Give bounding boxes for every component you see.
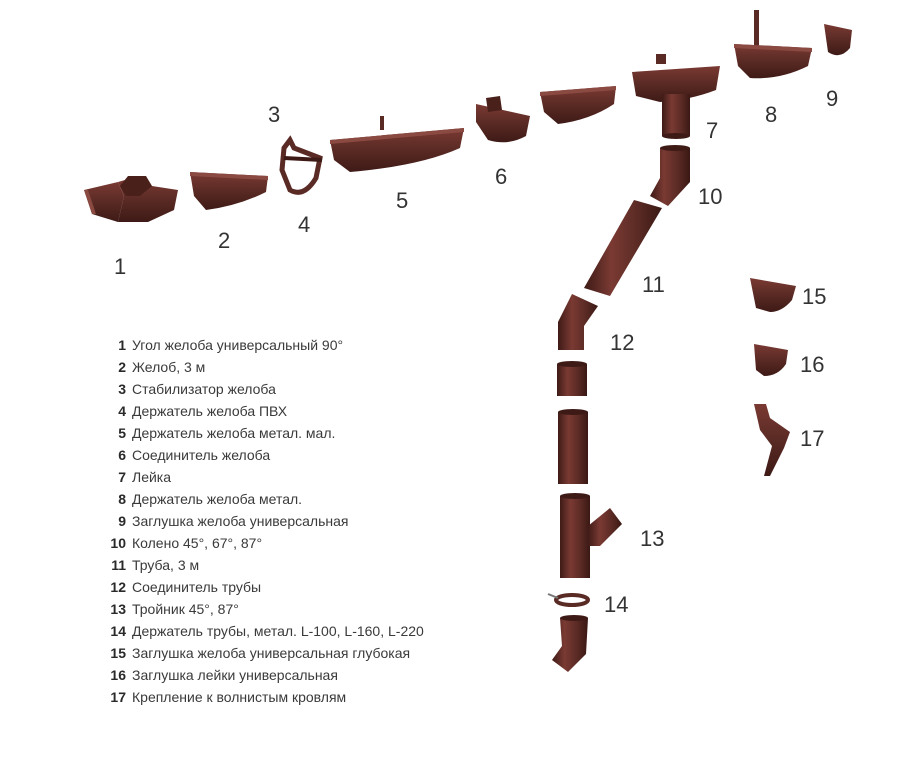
callout-1: 1 bbox=[114, 254, 127, 279]
part-tee bbox=[560, 493, 622, 578]
legend-text: Заглушка желоба универсальная глубокая bbox=[132, 645, 411, 661]
part-elbow bbox=[650, 145, 690, 206]
part-gutter-hanger bbox=[734, 10, 812, 79]
callout-8: 8 bbox=[765, 102, 778, 127]
legend-text: Заглушка лейки универсальная bbox=[132, 667, 338, 683]
part-pvc-bracket bbox=[279, 135, 323, 195]
legend-item: 2 Желоб, 3 м bbox=[108, 356, 424, 378]
callout-9: 9 bbox=[826, 86, 839, 111]
legend-text: Заглушка желоба универсальная bbox=[132, 513, 349, 529]
callout-10: 10 bbox=[698, 184, 723, 209]
legend-item: 12 Соединитель трубы bbox=[108, 576, 424, 598]
parts-legend: 1 Угол желоба универсальный 90° 2 Желоб, 3… bbox=[108, 334, 424, 708]
legend-item: 7 Лейка bbox=[108, 466, 424, 488]
part-gutter-connector bbox=[476, 96, 530, 143]
legend-item: 11 Труба, 3 м bbox=[108, 554, 424, 576]
legend-item: 5 Держатель желоба метал. мал. bbox=[108, 422, 424, 444]
callout-17: 17 bbox=[800, 426, 825, 451]
part-funnel bbox=[632, 54, 720, 139]
legend-item: 1 Угол желоба универсальный 90° bbox=[108, 334, 424, 356]
callout-5: 5 bbox=[396, 188, 409, 213]
part-gutter bbox=[190, 172, 268, 210]
legend-number: 13 bbox=[110, 601, 126, 617]
callout-11: 11 bbox=[642, 272, 665, 297]
legend-number: 2 bbox=[118, 359, 126, 375]
legend-item: 4 Держатель желоба ПВХ bbox=[108, 400, 424, 422]
part-gutter-corner bbox=[84, 176, 178, 222]
callout-4: 4 bbox=[298, 212, 311, 237]
part-funnel-cap bbox=[754, 344, 788, 376]
legend-text: Держатель трубы, метал. L-100, L-160, L-… bbox=[132, 623, 424, 639]
legend-text: Тройник 45°, 87° bbox=[132, 601, 239, 617]
legend-item: 10 Колено 45°, 67°, 87° bbox=[108, 532, 424, 554]
legend-number: 11 bbox=[111, 557, 126, 573]
legend-number: 3 bbox=[118, 381, 126, 397]
legend-text: Желоб, 3 м bbox=[132, 359, 206, 375]
callout-3: 3 bbox=[268, 102, 281, 127]
part-end-cap bbox=[824, 24, 852, 56]
legend-text: Труба, 3 м bbox=[132, 557, 200, 573]
legend-item: 6 Соединитель желоба bbox=[108, 444, 424, 466]
legend-number: 5 bbox=[118, 425, 126, 441]
part-pipe bbox=[584, 200, 662, 296]
legend-item: 15 Заглушка желоба универсальная глубокая bbox=[108, 642, 424, 664]
legend-text: Соединитель трубы bbox=[132, 579, 262, 595]
legend-number: 6 bbox=[118, 447, 126, 463]
part-outlet-elbow bbox=[552, 615, 588, 672]
legend-text: Держатель желоба метал. мал. bbox=[132, 425, 336, 441]
part-gutter-short bbox=[540, 86, 616, 124]
legend-number: 8 bbox=[118, 491, 126, 507]
callout-2: 2 bbox=[218, 228, 231, 253]
part-pipe-segment-short bbox=[557, 361, 587, 396]
legend-item: 8 Держатель желоба метал. bbox=[108, 488, 424, 510]
legend-item: 3 Стабилизатор желоба bbox=[108, 378, 424, 400]
legend-text: Держатель желоба метал. bbox=[132, 491, 303, 507]
legend-number: 7 bbox=[118, 469, 126, 485]
legend-item: 13 Тройник 45°, 87° bbox=[108, 598, 424, 620]
legend-number: 9 bbox=[118, 513, 126, 529]
legend-number: 17 bbox=[110, 689, 126, 705]
legend-text: Лейка bbox=[132, 469, 172, 485]
part-pipe-segment-long bbox=[558, 409, 588, 484]
part-deep-end-cap bbox=[750, 278, 796, 312]
legend-text: Соединитель желоба bbox=[132, 447, 271, 463]
legend-text: Колено 45°, 67°, 87° bbox=[132, 535, 263, 551]
legend-item: 16 Заглушка лейки универсальная bbox=[108, 664, 424, 686]
part-gutter-metal-bracket bbox=[330, 116, 464, 172]
legend-item: 14 Держатель трубы, метал. L-100, L-160, … bbox=[108, 620, 424, 642]
callout-16: 16 bbox=[800, 352, 825, 377]
callout-6: 6 bbox=[495, 164, 508, 189]
callout-12: 12 bbox=[610, 330, 635, 355]
legend-text: Держатель желоба ПВХ bbox=[132, 403, 288, 419]
legend-number: 16 bbox=[110, 667, 126, 683]
callout-7: 7 bbox=[706, 118, 719, 143]
callout-15: 15 bbox=[802, 284, 827, 309]
legend-number: 14 bbox=[110, 623, 126, 639]
legend-number: 15 bbox=[110, 645, 126, 661]
part-pipe-connector bbox=[558, 294, 598, 350]
callout-13: 13 bbox=[640, 526, 665, 551]
legend-number: 1 bbox=[118, 337, 126, 353]
legend-number: 10 bbox=[110, 535, 126, 551]
legend-text: Крепление к волнистым кровлям bbox=[132, 689, 347, 705]
legend-item: 17 Крепление к волнистым кровлям bbox=[108, 686, 424, 708]
callout-14: 14 bbox=[604, 592, 629, 617]
legend-number: 4 bbox=[118, 403, 126, 419]
legend-text: Стабилизатор желоба bbox=[132, 381, 276, 397]
legend-item: 9 Заглушка желоба универсальная bbox=[108, 510, 424, 532]
part-pipe-clamp bbox=[547, 593, 590, 607]
legend-number: 12 bbox=[110, 579, 126, 595]
part-roof-fastener bbox=[754, 404, 790, 476]
legend-text: Угол желоба универсальный 90° bbox=[132, 337, 344, 353]
